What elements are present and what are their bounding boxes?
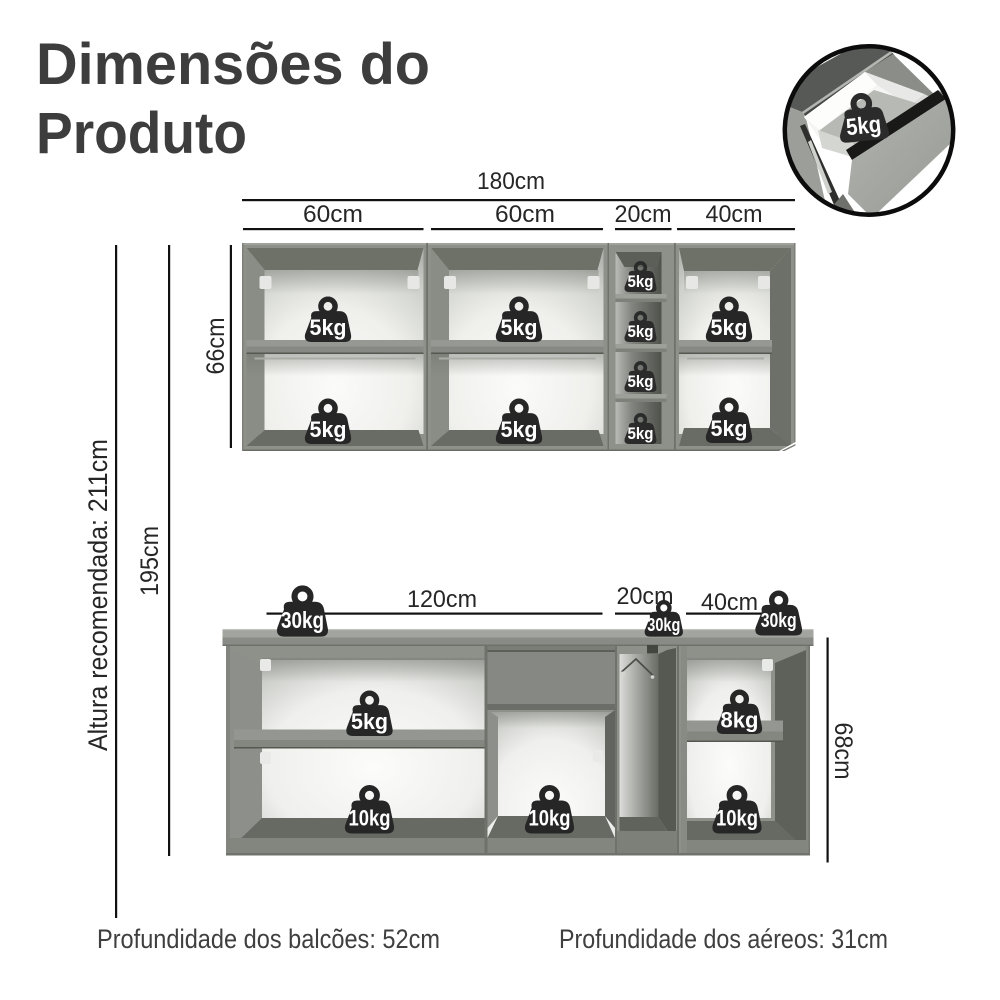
svg-text:5kg: 5kg [501,315,538,340]
svg-text:30kg: 30kg [281,607,324,633]
svg-text:10kg: 10kg [349,806,391,831]
svg-text:Profundidade dos balcões: 52cm: Profundidade dos balcões: 52cm [97,924,440,954]
svg-text:8kg: 8kg [721,707,759,732]
svg-text:180cm: 180cm [477,168,545,195]
svg-text:30kg: 30kg [647,615,680,635]
svg-text:30kg: 30kg [761,610,797,632]
svg-text:5kg: 5kg [628,273,654,291]
svg-text:10kg: 10kg [716,806,758,831]
svg-text:60cm: 60cm [495,201,555,228]
svg-text:68cm: 68cm [829,723,857,780]
svg-text:5kg: 5kg [711,315,748,340]
svg-text:40cm: 40cm [706,201,763,228]
svg-text:Altura recomendada: 211cm: Altura recomendada: 211cm [83,439,113,751]
svg-text:Profundidade dos aéreos: 31cm: Profundidade dos aéreos: 31cm [559,924,888,954]
svg-text:5kg: 5kg [501,417,538,442]
svg-text:20cm: 20cm [617,583,674,610]
svg-text:5kg: 5kg [351,709,388,734]
svg-text:60cm: 60cm [303,201,363,228]
svg-text:120cm: 120cm [407,586,477,613]
svg-text:5kg: 5kg [845,111,883,141]
svg-text:5kg: 5kg [628,323,654,341]
svg-text:Dimensões do: Dimensões do [36,32,430,97]
svg-text:10kg: 10kg [529,806,571,831]
svg-text:195cm: 195cm [136,526,164,596]
svg-text:Produto: Produto [36,101,247,166]
svg-text:66cm: 66cm [202,318,230,375]
svg-text:5kg: 5kg [310,417,347,442]
svg-text:5kg: 5kg [310,315,347,340]
svg-text:5kg: 5kg [628,425,654,443]
svg-text:20cm: 20cm [615,201,672,228]
svg-text:5kg: 5kg [711,416,748,441]
svg-text:5kg: 5kg [628,373,654,391]
svg-text:40cm: 40cm [701,589,758,616]
